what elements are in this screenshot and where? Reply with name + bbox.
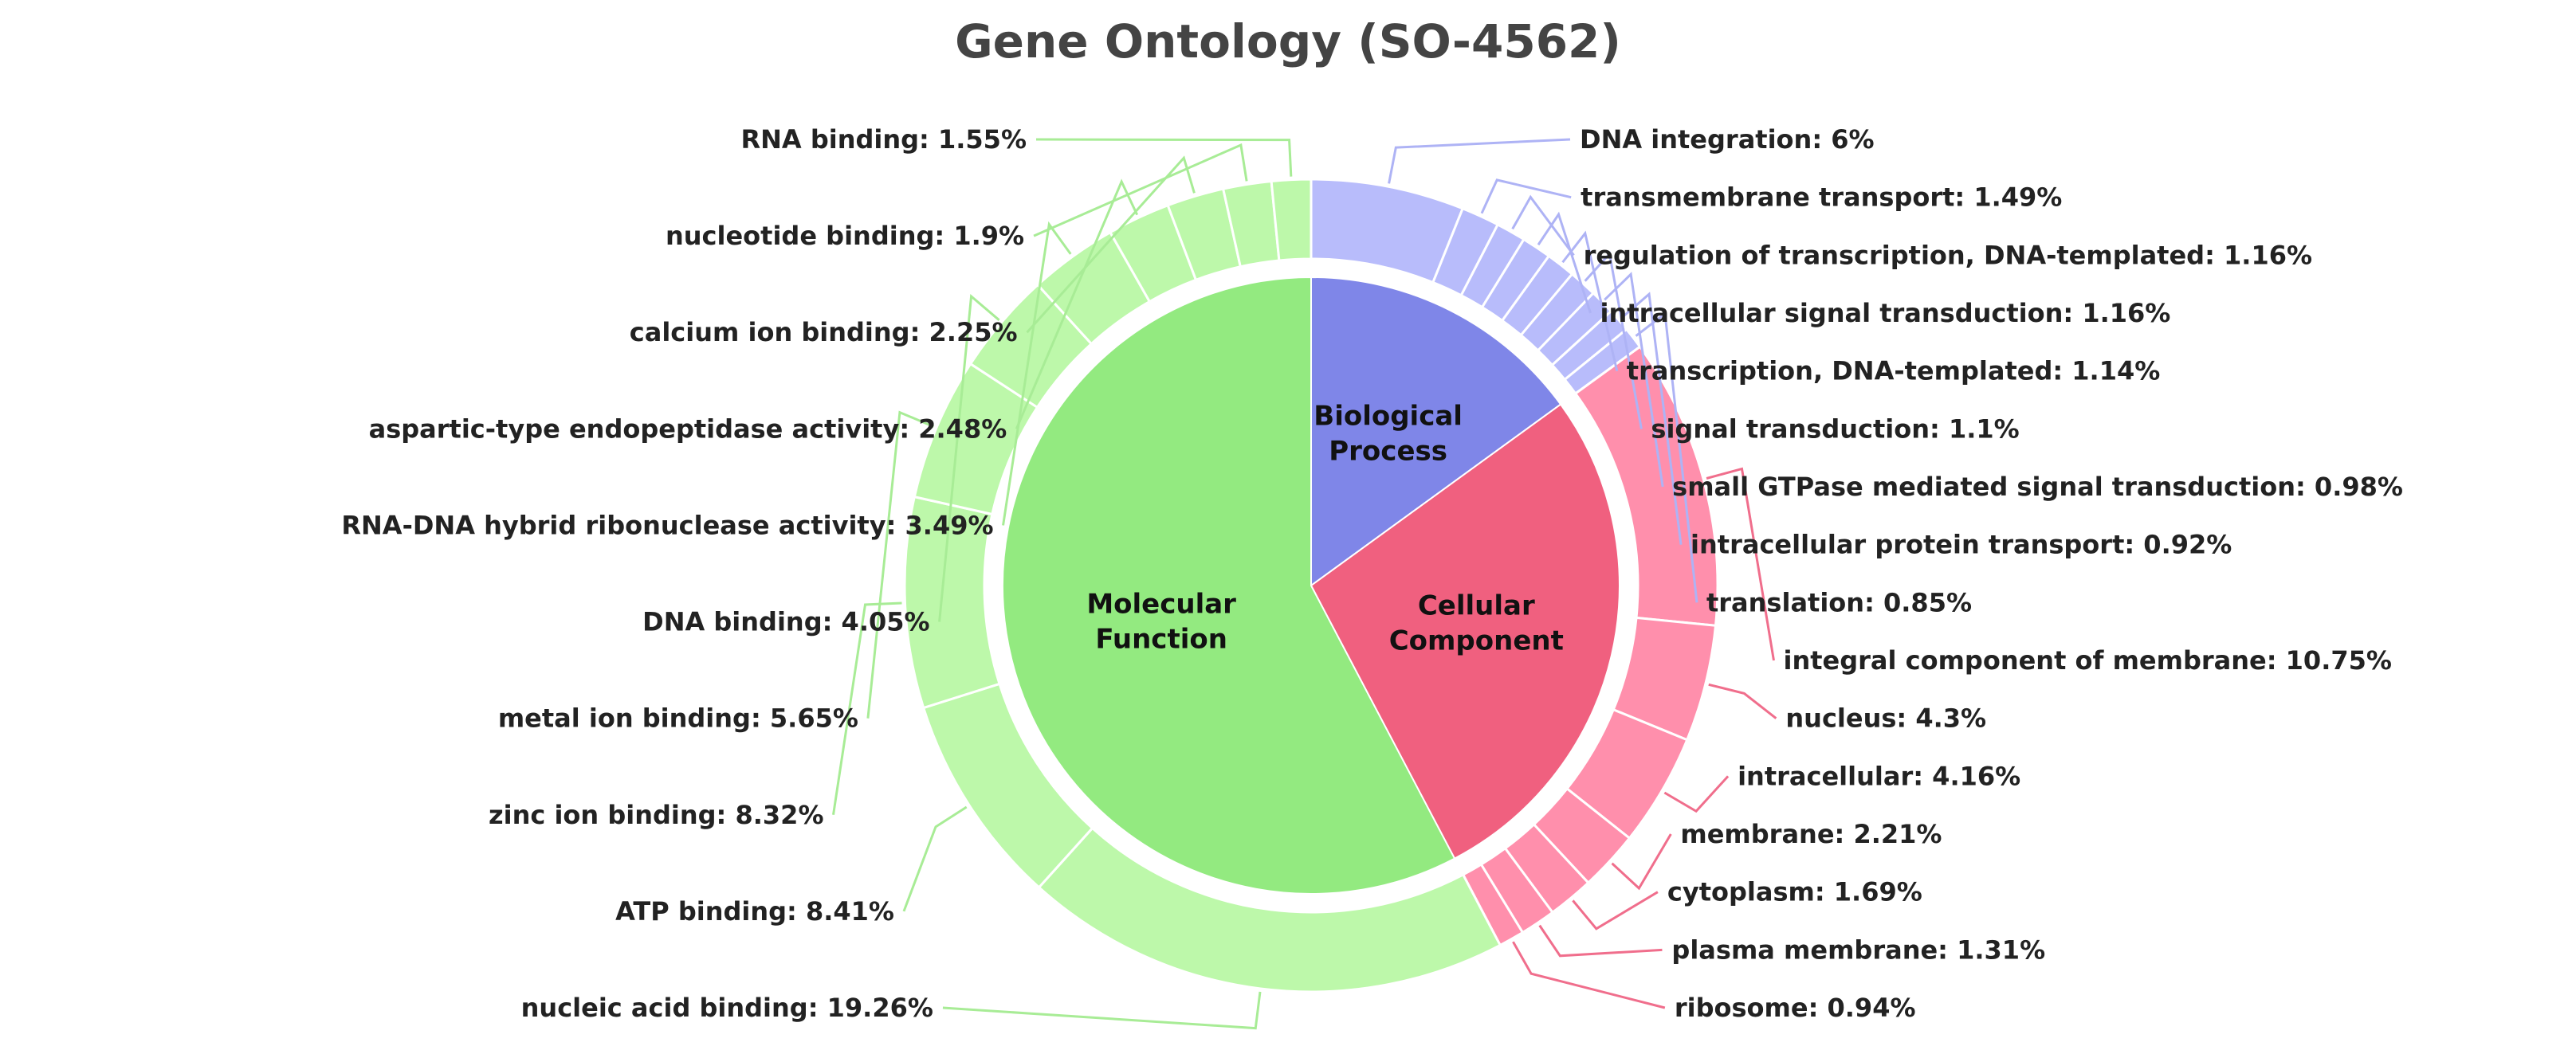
leader-line-cytoplasm: [1572, 891, 1659, 931]
slice-label-transcription-dna-templated: transcription, DNA-templated: 1.14%: [1627, 356, 2161, 386]
leader-line-zinc-ion-binding: [832, 601, 902, 816]
slice-label-signal-transduction: signal transduction: 1.1%: [1651, 413, 2019, 444]
slice-label-translation: translation: 0.85%: [1706, 587, 1972, 617]
slice-label-small-gtpase-mediated-signal-transduction: small GTPase mediated signal transductio…: [1672, 472, 2403, 502]
inner-slice-cellular-component: [1310, 403, 1620, 860]
leader-line-transmembrane-transport: [1480, 178, 1572, 214]
slice-label-aspartic-type-endopeptidase-activity: aspartic-type endopeptidase activity: 2.…: [369, 413, 1007, 444]
slice-label-ribosome: ribosome: 0.94%: [1675, 993, 1916, 1023]
slice-labels: DNA integration: 6% transmembrane transpo…: [341, 124, 2403, 1023]
leader-line-atp-binding: [902, 805, 968, 912]
slice-label-membrane: membrane: 2.21%: [1680, 819, 1942, 849]
leader-line-small-gtpase-mediated-signal-transduction: [1604, 272, 1664, 488]
slice-label-integral-component-of-membrane: integral component of membrane: 10.75%: [1783, 645, 2391, 676]
slice-label-nucleic-acid-binding: nucleic acid binding: 19.26%: [521, 993, 933, 1023]
leader-line-aspartic-type-endopeptidase-activity: [1015, 178, 1139, 429]
slice-label-rna-dna-hybrid-ribonuclease-activity: RNA-DNA hybrid ribonuclease activity: 3.…: [341, 510, 993, 540]
inner-slice-biological-process: [1310, 276, 1562, 587]
leader-line-nucleotide-binding: [1033, 143, 1248, 237]
leader-line-intracellular-protein-transport: [1620, 292, 1683, 545]
slice-label-transmembrane-transport: transmembrane transport: 1.49%: [1581, 182, 2062, 213]
slice-label-intracellular-protein-transport: intracellular protein transport: 0.92%: [1690, 530, 2232, 560]
leader-line-rna-binding: [1035, 138, 1293, 177]
leader-line-translation: [1635, 311, 1698, 603]
slice-label-zinc-ion-binding: zinc ion binding: 8.32%: [489, 800, 824, 830]
slice-label-atp-binding: ATP binding: 8.41%: [615, 896, 894, 927]
leader-line-ribosome: [1512, 941, 1666, 1009]
outer-slice-rna-binding: [1270, 178, 1313, 262]
leader-line-nucleic-acid-binding: [942, 991, 1262, 1030]
leader-line-intracellular-signal-transduction: [1537, 211, 1592, 314]
slice-label-rna-binding: RNA binding: 1.55%: [741, 124, 1027, 155]
leader-line-calcium-ion-binding: [1026, 155, 1196, 334]
leader-line-signal-transduction: [1584, 251, 1643, 429]
slice-label-metal-ion-binding: metal ion binding: 5.65%: [498, 703, 858, 734]
slice-label-plasma-membrane: plasma membrane: 1.31%: [1671, 934, 2045, 965]
chart-title: Gene Ontology (SO-4562): [955, 14, 1621, 69]
label-connectors: [832, 138, 1777, 1030]
slice-label-nucleotide-binding: nucleotide binding: 1.9%: [666, 221, 1024, 251]
slice-label-dna-binding: DNA binding: 4.05%: [642, 607, 929, 637]
leader-line-dna-integration: [1388, 138, 1571, 184]
leader-line-dna-binding: [938, 294, 1000, 622]
slice-label-intracellular: intracellular: 4.16%: [1738, 761, 2020, 791]
slice-label-nucleus: nucleus: 4.3%: [1785, 703, 1986, 734]
inner-slice-molecular-function: [1002, 276, 1456, 895]
leader-line-metal-ion-binding: [866, 410, 934, 719]
slice-label-dna-integration: DNA integration: 6%: [1580, 124, 1875, 155]
leader-line-rna-dna-hybrid-ribonuclease-activity: [1002, 221, 1072, 526]
slice-label-regulation-of-transcription-dna-templated: regulation of transcription, DNA-templat…: [1584, 240, 2312, 270]
slice-label-calcium-ion-binding: calcium ion binding: 2.25%: [630, 317, 1018, 347]
leader-line-regulation-of-transcription-dna-templated: [1511, 194, 1575, 257]
slice-label-intracellular-signal-transduction: intracellular signal transduction: 1.16%: [1600, 298, 2171, 328]
leader-line-membrane: [1611, 833, 1672, 891]
slice-label-cytoplasm: cytoplasm: 1.69%: [1667, 877, 1922, 907]
leader-line-intracellular: [1663, 775, 1730, 813]
leader-line-integral-component-of-membrane: [1706, 467, 1775, 661]
leader-line-plasma-membrane: [1538, 924, 1663, 958]
leader-line-nucleus: [1708, 683, 1777, 719]
leader-line-transcription-dna-templated: [1561, 230, 1619, 372]
inner-pie: [1002, 276, 1620, 895]
